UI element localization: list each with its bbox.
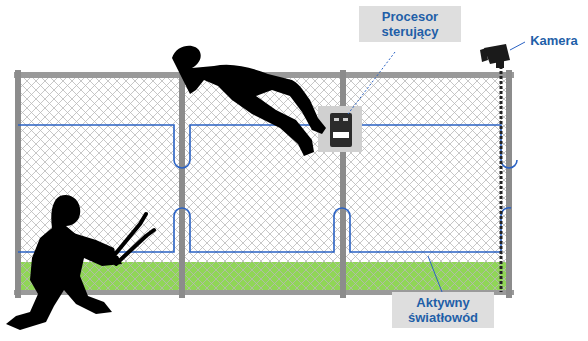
part-label: Aktywny światłowód: [392, 292, 494, 328]
leader-line: [348, 52, 395, 114]
camera-lens: [480, 48, 488, 62]
climbing-person-arm: [222, 70, 258, 110]
climbing-person: [172, 46, 326, 156]
processor-display: [333, 132, 349, 138]
fiber-line: [18, 125, 517, 252]
camera-mount: [496, 60, 504, 68]
cutting-person: [6, 195, 122, 330]
fence-post: [506, 70, 512, 298]
camera-pole: [500, 66, 503, 292]
fence-post: [179, 70, 185, 298]
processor-led: [334, 118, 339, 121]
bolt-cutter: [112, 214, 154, 264]
part-label: Kamera: [524, 33, 584, 48]
fence-post: [340, 70, 346, 298]
part-label: Procesor sterujący: [359, 6, 461, 42]
processor-unit: [330, 113, 352, 147]
fence-post: [15, 70, 21, 298]
leader-line: [428, 256, 442, 292]
leader-line: [510, 42, 525, 50]
cutting-person-arm: [70, 232, 116, 256]
processor-led: [343, 118, 348, 121]
